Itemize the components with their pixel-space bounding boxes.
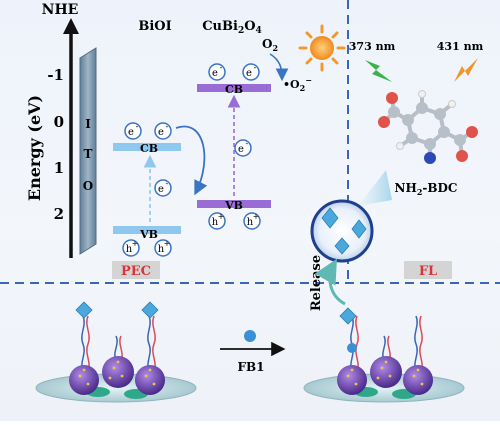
o2-label: O2 (262, 37, 278, 53)
mof-crystal-icon (141, 301, 159, 319)
fb1-molecule-icon (347, 343, 357, 353)
cubi2o4-label: CuBi2O4 (202, 19, 262, 36)
svg-text:e: e (158, 184, 164, 195)
probe-assembly-before (35, 301, 197, 403)
svg-text:-: - (254, 63, 257, 72)
cubi2o4-cb-label: CB (225, 83, 243, 96)
release-arrow (314, 258, 346, 306)
nanosphere-icon (69, 365, 99, 395)
electron-carrier: e - (154, 179, 172, 197)
nanosphere-icon (370, 356, 402, 388)
svg-text:e: e (238, 144, 244, 155)
electron-transfer-arrow (175, 125, 208, 196)
electron-carrier: e - (124, 122, 142, 140)
axis-title: Energy (eV) (25, 95, 44, 201)
bioi-cb-band (113, 143, 181, 151)
electron-carrier: e - (242, 63, 260, 81)
ito-letter-o: O (83, 179, 93, 193)
svg-text:PEC: PEC (121, 264, 151, 279)
nanosphere-icon (403, 365, 433, 395)
tick-label-2: 2 (54, 205, 64, 223)
nanosphere-icon (337, 365, 367, 395)
release-label: Release (309, 255, 324, 311)
hole-carrier: h + (243, 212, 261, 230)
pec-panel-label: PEC (112, 261, 160, 279)
electron-carrier: e - (234, 139, 252, 157)
hole-carrier: h + (154, 239, 172, 257)
svg-text:h: h (126, 244, 133, 255)
sun-icon (298, 24, 346, 72)
svg-text:FL: FL (419, 264, 437, 279)
svg-text:e: e (128, 127, 134, 138)
superoxide-label: •O2− (283, 75, 312, 93)
svg-text:e: e (158, 127, 164, 138)
fl-panel-label: FL (404, 261, 452, 279)
svg-text:e: e (212, 68, 218, 79)
bioi-band-structure: BiOI CB VB (113, 19, 181, 241)
svg-text:+: + (164, 239, 171, 248)
tick-label-0: 0 (54, 113, 64, 131)
svg-text:+: + (253, 212, 260, 221)
electron-carrier: e - (208, 63, 226, 81)
electron-carrier: e - (154, 122, 172, 140)
tick-label-minus1: -1 (47, 66, 64, 84)
ito-letter-t: T (84, 147, 93, 161)
reduction-arrow (269, 53, 289, 82)
svg-text:-: - (166, 179, 169, 188)
mof-crystal-icon (75, 301, 93, 319)
bioi-vb-label: VB (139, 228, 158, 241)
released-mof-bubble (310, 199, 374, 263)
fb1-label: FB1 (237, 360, 264, 374)
ito-letter-i: I (85, 117, 91, 131)
oxygen-reduction: O2 •O2− (262, 37, 312, 93)
svg-text:-: - (136, 122, 139, 131)
light-beam (358, 170, 392, 206)
cubi2o4-vb-band (197, 200, 271, 208)
energy-axis: NHE Energy (eV) -1 0 1 2 (25, 2, 79, 258)
fb1-molecule-icon (244, 330, 256, 342)
bioi-cb-label: CB (140, 142, 158, 155)
svg-text:h: h (212, 217, 219, 228)
nh2-bdc-molecule-icon (378, 90, 478, 164)
svg-text:e: e (246, 68, 252, 79)
ito-electrode: I T O (79, 47, 97, 255)
mof-crystal-icon (339, 307, 357, 325)
svg-text:-: - (220, 63, 223, 72)
probe-assembly-after (303, 307, 465, 403)
tick-label-1: 1 (54, 159, 64, 177)
emission-lightning-icon (454, 58, 478, 82)
svg-text:h: h (158, 244, 165, 255)
excitation-wavelength: 373 nm (349, 40, 396, 53)
hole-carrier: h + (208, 212, 226, 230)
emission-wavelength: 431 nm (437, 40, 484, 53)
nanosphere-icon (135, 365, 165, 395)
hole-carrier: h + (122, 239, 140, 257)
nanosphere-icon (102, 356, 134, 388)
svg-text:+: + (218, 212, 225, 221)
bioi-vb-band (113, 226, 181, 234)
axis-reference-label: NHE (42, 2, 79, 18)
axis-arrowhead (63, 18, 79, 34)
excitation-lightning-icon (365, 60, 392, 82)
cubi2o4-vb-label: VB (224, 199, 243, 212)
cubi2o4-cb-band (197, 84, 271, 92)
svg-text:-: - (166, 122, 169, 131)
bioi-label: BiOI (138, 19, 171, 34)
svg-text:h: h (247, 217, 254, 228)
svg-text:-: - (246, 139, 249, 148)
svg-text:+: + (132, 239, 139, 248)
fb1-reaction-arrow: FB1 (220, 330, 286, 374)
cubi2o4-band-structure: CuBi2O4 CB VB (197, 19, 271, 212)
nh2-bdc-label: NH2-BDC (395, 181, 458, 197)
